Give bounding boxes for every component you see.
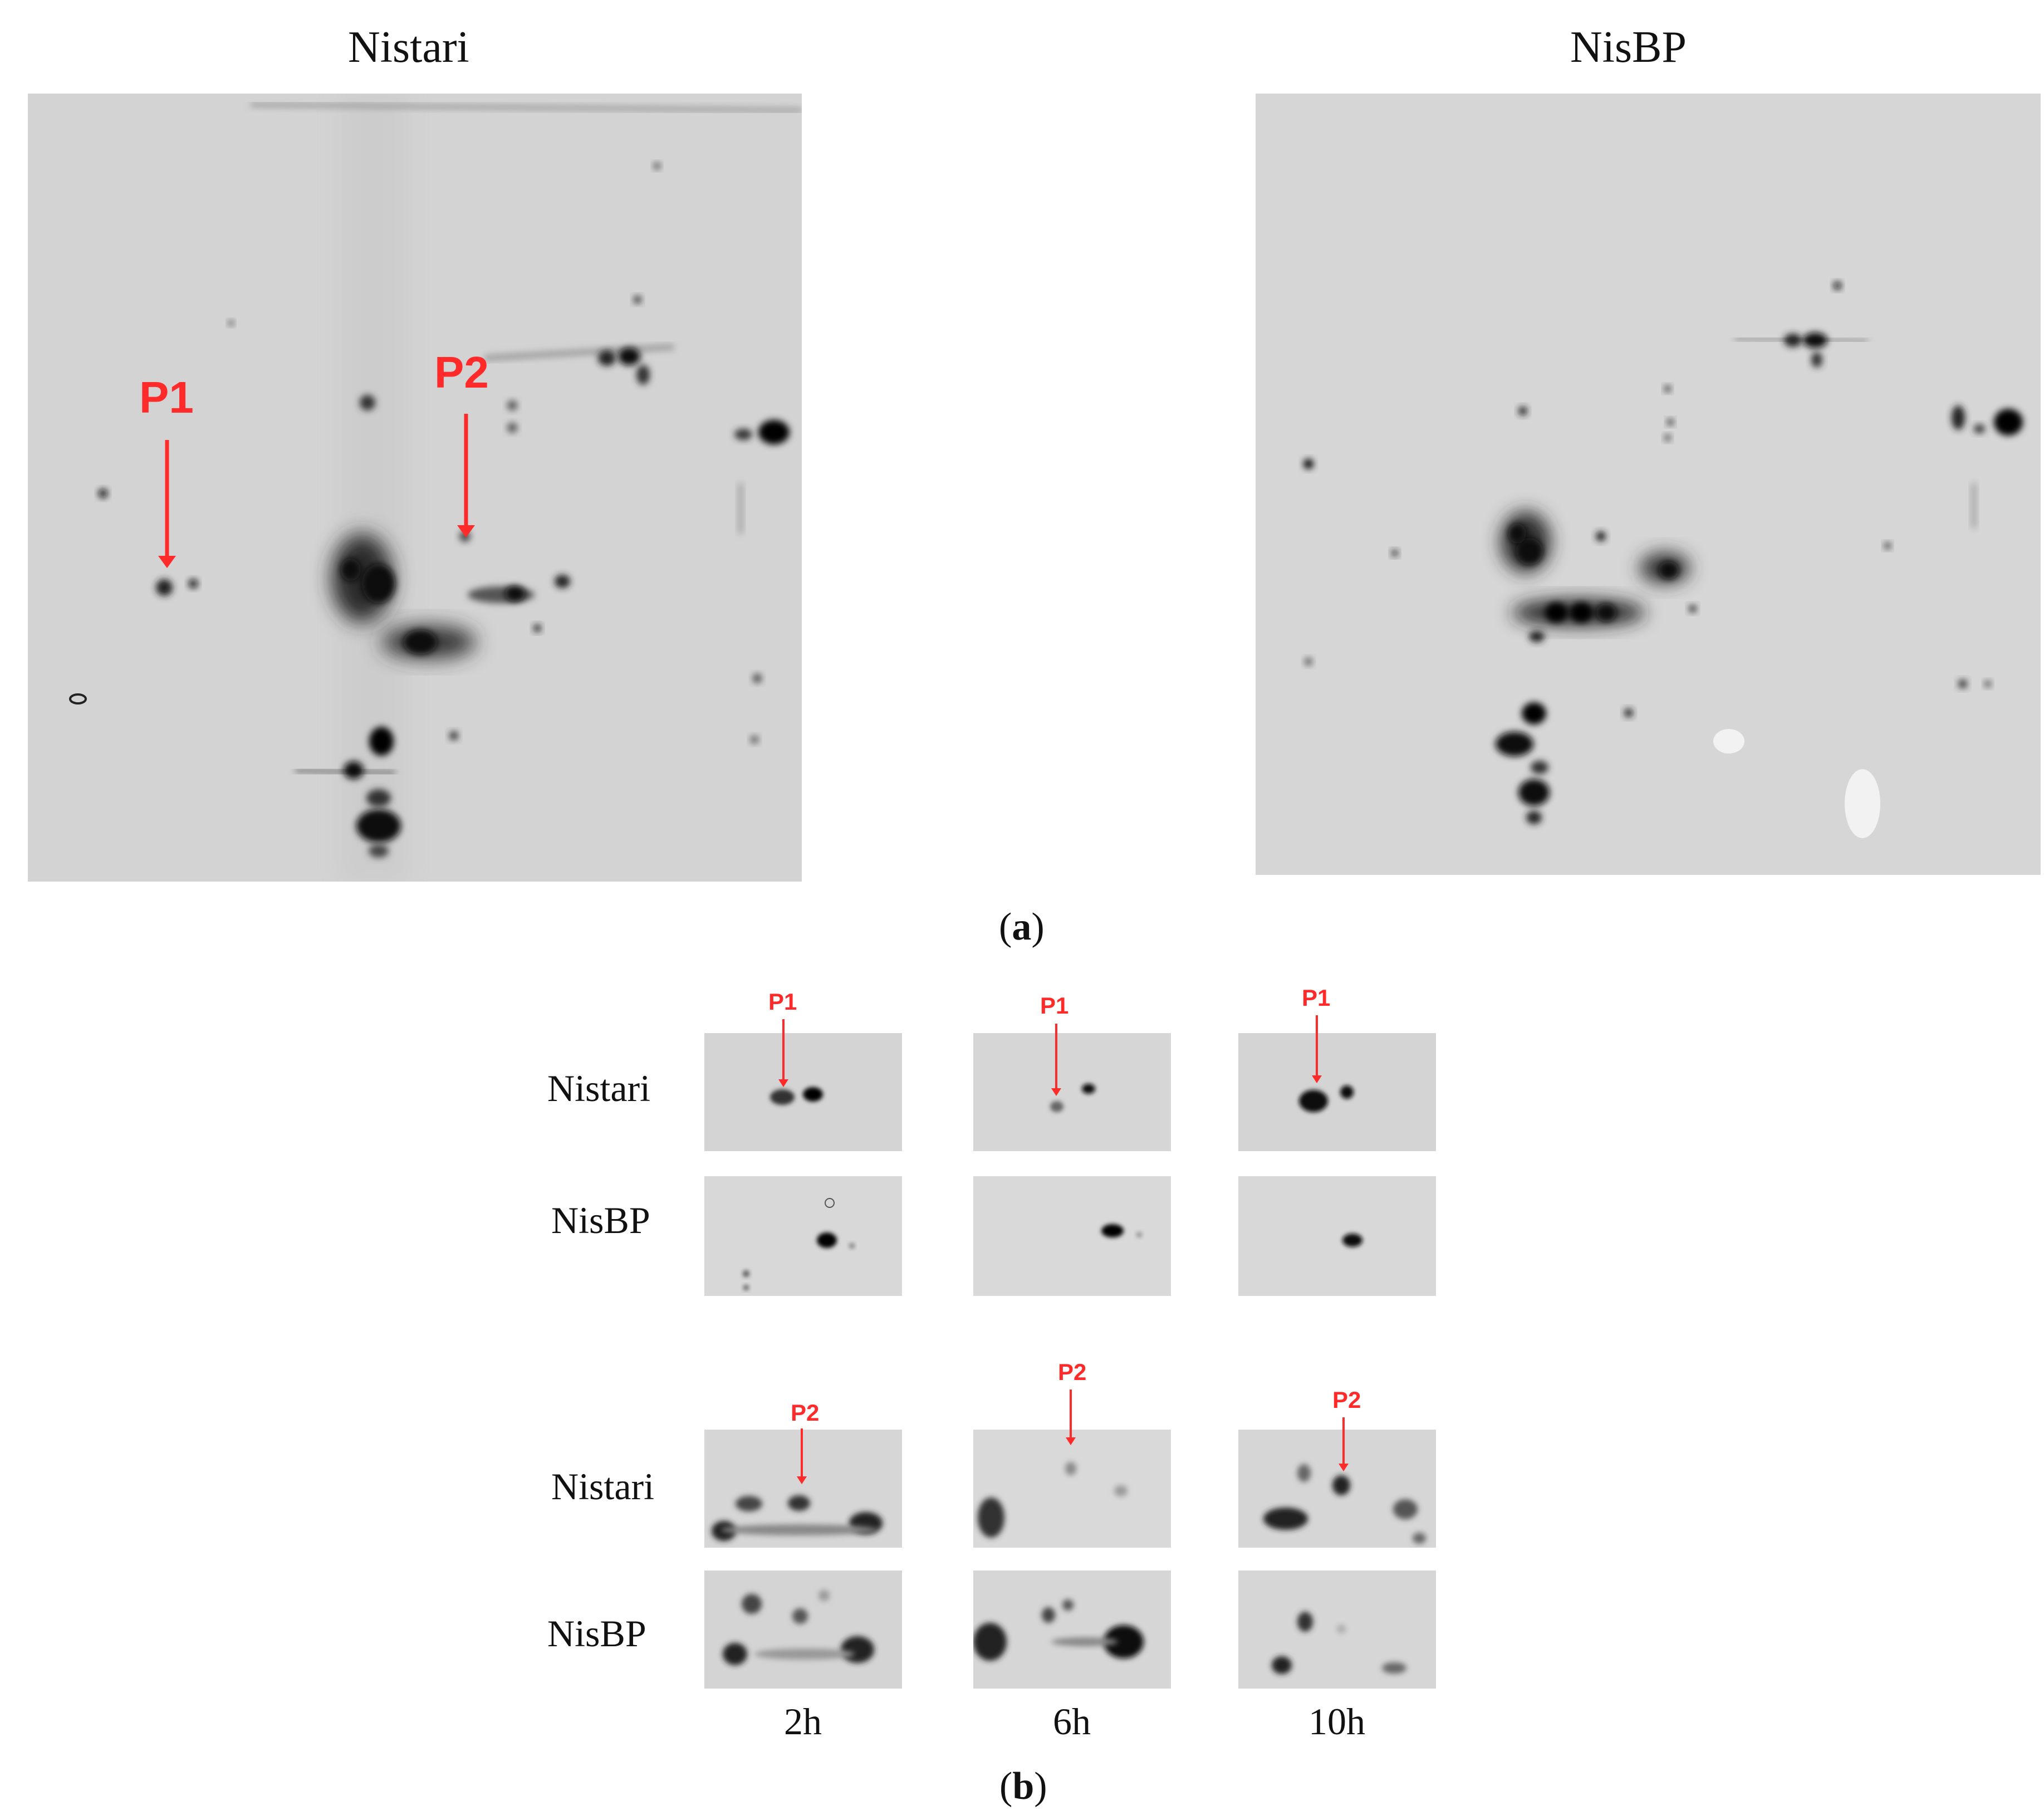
marker-p1-2h: P1 bbox=[768, 989, 797, 1015]
time-label-10h: 10h bbox=[1308, 1700, 1365, 1743]
gel-spots-nistari bbox=[69, 94, 802, 882]
row-label-4: NisBP bbox=[547, 1612, 646, 1655]
crop-spots bbox=[973, 1599, 1144, 1661]
crop-spots bbox=[1263, 1464, 1426, 1544]
time-label-2h: 2h bbox=[784, 1700, 822, 1743]
crop-nisbp-p1-2h bbox=[704, 1176, 902, 1296]
crop-nistari-p2-2h bbox=[704, 1430, 902, 1548]
arrow-p1-icon bbox=[158, 440, 176, 568]
marker-p2-10h: P2 bbox=[1332, 1387, 1361, 1413]
caption-b-close: ) bbox=[1034, 1765, 1047, 1808]
crop-spots bbox=[1342, 1234, 1362, 1247]
row-label-1: Nistari bbox=[547, 1067, 651, 1109]
gel-right-title: NisBP bbox=[1570, 23, 1687, 72]
marker-p1: P1 bbox=[139, 373, 194, 422]
crop-nistari-p2-10h bbox=[1238, 1430, 1436, 1548]
caption-b-open: ( bbox=[999, 1765, 1013, 1808]
crop-spots bbox=[1050, 1084, 1095, 1112]
marker-p1-6h: P1 bbox=[1040, 992, 1069, 1019]
time-label-6h: 6h bbox=[1053, 1700, 1091, 1743]
row-label-3: Nistari bbox=[551, 1465, 655, 1508]
arrow-p2-icon bbox=[457, 414, 475, 537]
caption-b-letter: b bbox=[1012, 1765, 1035, 1808]
caption-a-close: ) bbox=[1031, 906, 1045, 948]
marker-p2-6h: P2 bbox=[1058, 1359, 1087, 1385]
crop-nisbp-p2-6h bbox=[973, 1571, 1171, 1689]
crop-spots bbox=[1101, 1224, 1142, 1237]
crop-nisbp-p2-10h bbox=[1238, 1571, 1436, 1689]
crop-nistari-p1-6h bbox=[973, 1033, 1171, 1151]
crop-spots bbox=[770, 1087, 823, 1105]
crop-nistari-p1-10h bbox=[1238, 1033, 1436, 1151]
crop-spots bbox=[1272, 1612, 1406, 1674]
crop-nistari-p1-2h bbox=[704, 1033, 902, 1151]
caption-b: (b) bbox=[999, 1764, 1047, 1809]
marker-p2: P2 bbox=[434, 348, 489, 397]
gel-image-nisbp bbox=[1256, 94, 2041, 875]
crop-spots bbox=[743, 1198, 855, 1290]
caption-a-open: ( bbox=[999, 906, 1012, 948]
crop-spots bbox=[723, 1590, 874, 1665]
crop-nistari-p2-6h bbox=[973, 1430, 1171, 1548]
row-label-2: NisBP bbox=[551, 1199, 650, 1241]
gel-image-nistari: P1 P2 bbox=[28, 94, 802, 882]
marker-p1-10h: P1 bbox=[1302, 985, 1331, 1011]
crop-nisbp-p1-6h bbox=[973, 1176, 1171, 1296]
caption-a-letter: a bbox=[1012, 906, 1032, 948]
crop-spots bbox=[712, 1495, 883, 1541]
crop-nisbp-p2-2h bbox=[704, 1571, 902, 1689]
crop-spots bbox=[978, 1462, 1128, 1538]
gel-spots-nisbp bbox=[1303, 282, 2023, 838]
marker-p2-2h: P2 bbox=[791, 1400, 820, 1426]
crop-spots bbox=[1299, 1085, 1354, 1112]
caption-a: (a) bbox=[999, 905, 1045, 950]
crop-nisbp-p1-10h bbox=[1238, 1176, 1436, 1296]
gel-left-title: Nistari bbox=[348, 23, 469, 72]
